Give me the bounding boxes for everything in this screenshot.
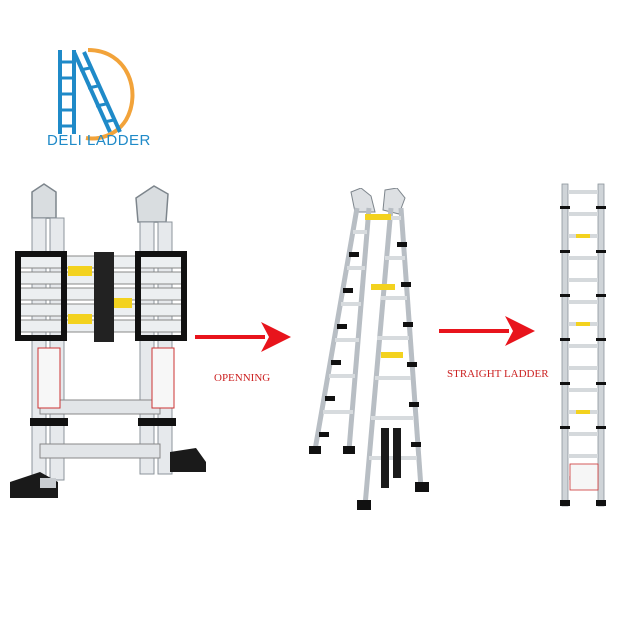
straight-ladder-icon [560,183,606,507]
opening-label: OPENNING [214,372,271,384]
brand-name: DELI LADDER [47,132,151,149]
straight-ladder-label: STRAIGHT LADDER [447,368,549,380]
right-arrow-icon [439,316,535,346]
a-frame-ladder-icon [309,188,429,510]
folded-ladder-icon [10,183,206,498]
brand-logo [58,48,135,141]
right-arrow-icon [195,322,291,352]
